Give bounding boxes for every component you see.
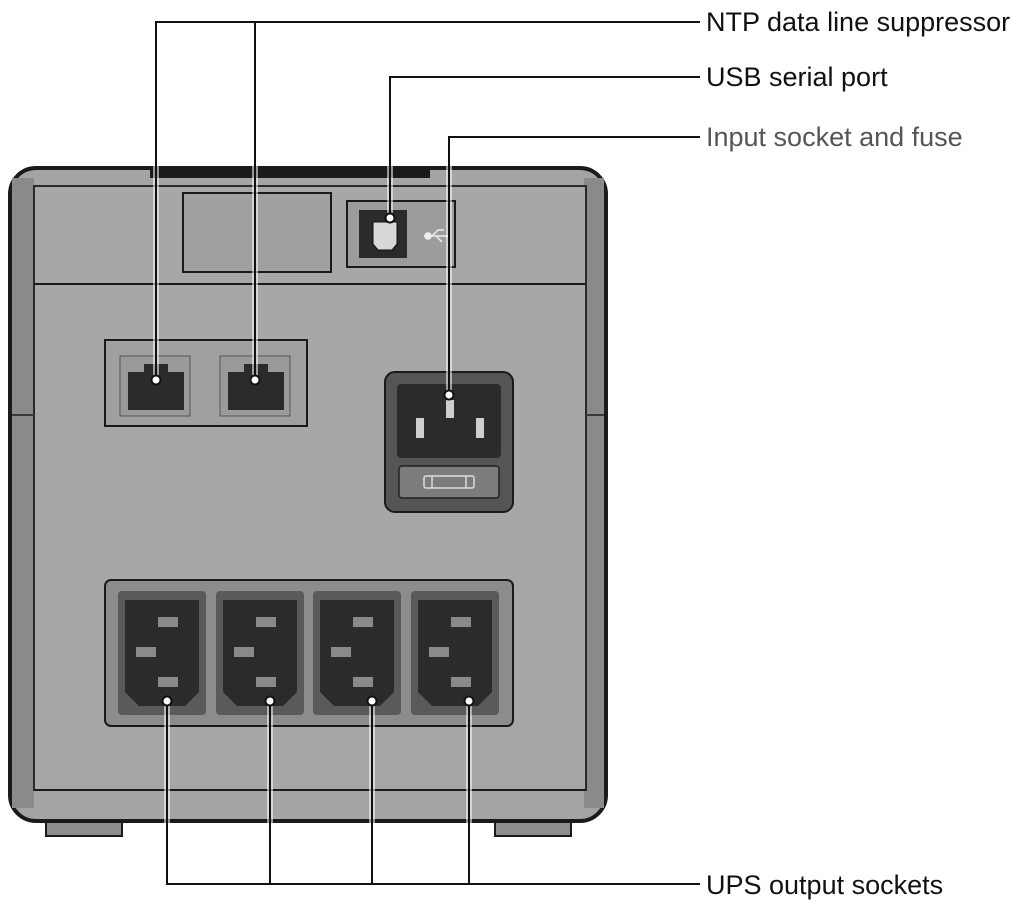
output-pin-middle	[136, 647, 156, 657]
case-side-left	[12, 178, 34, 808]
leader-lines	[150, 19, 700, 887]
output-pin-top	[256, 617, 276, 627]
output-pin-bottom	[451, 677, 471, 687]
callout-output-sockets: UPS output sockets	[706, 870, 943, 900]
usb-b-port[interactable]	[372, 221, 398, 251]
output-socket-panel	[104, 579, 514, 727]
callout-usb-port: USB serial port	[706, 62, 888, 92]
input-pin-left	[416, 418, 424, 438]
leader-dot-output-1	[161, 695, 173, 707]
rj-port-panel	[104, 339, 308, 427]
callout-labels: NTP data line suppressor USB serial port…	[706, 7, 1010, 900]
rj-port-out[interactable]	[228, 364, 284, 410]
output-pin-middle	[331, 647, 351, 657]
usb-symbol-icon	[424, 229, 450, 243]
output-pin-middle	[429, 647, 449, 657]
output-socket-1[interactable]	[118, 591, 206, 715]
leader-dot-input	[443, 389, 455, 401]
output-pin-bottom	[158, 677, 178, 687]
output-pin-middle	[234, 647, 254, 657]
callout-ntp-suppressor: NTP data line suppressor	[706, 7, 1010, 37]
output-socket-3[interactable]	[313, 591, 401, 715]
output-socket-body	[320, 600, 394, 706]
output-socket-4[interactable]	[411, 591, 499, 715]
case-top-ridge	[150, 168, 430, 178]
output-pin-top	[158, 617, 178, 627]
output-socket-body	[418, 600, 492, 706]
leader-dot-ntp-right	[249, 374, 261, 386]
top-band	[182, 192, 456, 273]
case-side-right	[584, 178, 604, 808]
leader-dot-output-2	[264, 695, 276, 707]
output-pin-top	[451, 617, 471, 627]
leader-dot-ntp-left	[150, 374, 162, 386]
input-module	[384, 371, 514, 513]
fuse-drawer[interactable]	[398, 465, 500, 499]
input-socket-inner	[397, 384, 501, 458]
output-pin-bottom	[256, 677, 276, 687]
fuse-icon	[423, 475, 475, 489]
output-socket-2[interactable]	[216, 591, 304, 715]
callout-input-socket: Input socket and fuse	[706, 122, 963, 152]
leader-dot-output-3	[366, 695, 378, 707]
leader-dot-output-4	[463, 695, 475, 707]
rj-port-in[interactable]	[128, 364, 184, 410]
output-pin-bottom	[353, 677, 373, 687]
output-socket-body	[223, 600, 297, 706]
input-pin-center	[446, 400, 454, 418]
input-pin-right	[476, 418, 484, 438]
leader-dot-usb	[384, 212, 396, 224]
output-pin-top	[353, 617, 373, 627]
output-socket-body	[125, 600, 199, 706]
